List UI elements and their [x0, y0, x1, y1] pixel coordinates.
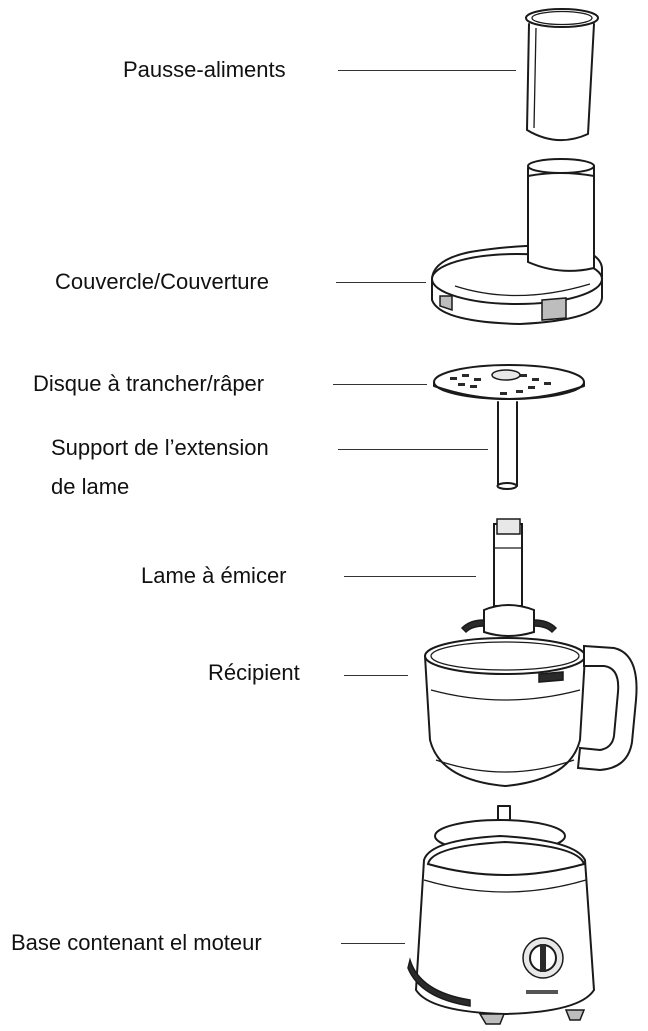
leader-motor-base — [341, 943, 405, 944]
slicing-disc-drawing — [433, 364, 585, 490]
leader-food-pusher — [338, 70, 516, 71]
label-slicing-disc: Disque à trancher/râper — [33, 371, 265, 396]
label-bowl: Récipient — [208, 660, 300, 685]
label-food-pusher: Pausse-aliments — [123, 57, 286, 82]
label-extension-line2: de lame — [51, 474, 130, 499]
lid-drawing — [431, 158, 603, 326]
label-chopping-blade: Lame à émicer — [141, 563, 287, 588]
food-pusher-drawing — [525, 8, 599, 142]
leader-extension — [338, 449, 488, 450]
chopping-blade-drawing — [460, 518, 558, 637]
leader-bowl — [344, 675, 408, 676]
motor-base-drawing — [407, 805, 596, 1025]
leader-slicing-disc — [333, 384, 427, 385]
label-motor-base: Base contenant el moteur — [11, 930, 262, 955]
bowl-drawing — [424, 637, 638, 787]
label-lid: Couvercle/Couverture — [55, 269, 269, 294]
leader-chopping-blade — [344, 576, 476, 577]
label-extension-line1: Support de l’extension — [51, 435, 269, 460]
leader-lid — [336, 282, 426, 283]
